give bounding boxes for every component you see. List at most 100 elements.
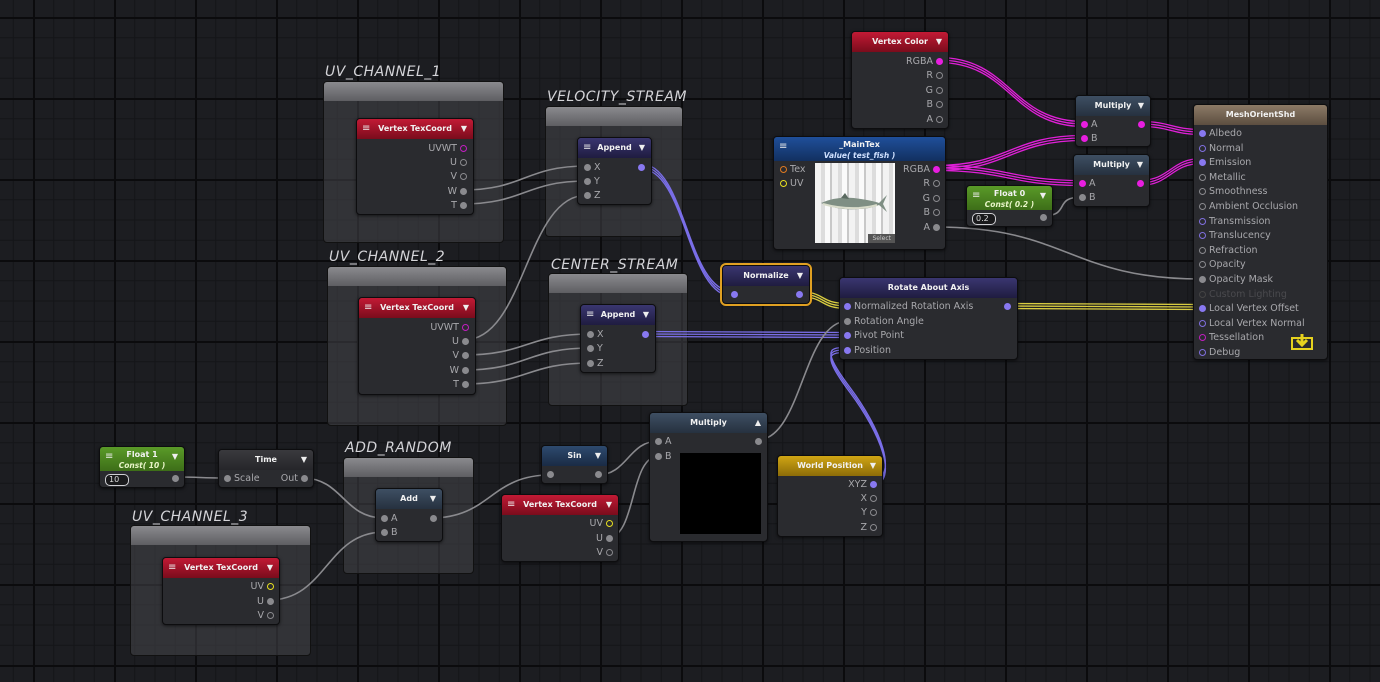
texture-preview[interactable]: Select [815, 163, 895, 243]
output-port-u[interactable]: U [596, 533, 613, 545]
menu-icon[interactable]: ≡ [364, 302, 373, 313]
node-rotate-about-axis[interactable]: Rotate About Axis Normalized Rotation Ax… [839, 277, 1018, 360]
input-port-rotation-angle[interactable]: Rotation Angle [844, 316, 924, 328]
port-dot[interactable] [584, 192, 591, 199]
input-port-a[interactable]: A [1079, 178, 1096, 190]
input-port-scale[interactable]: Scale [224, 473, 260, 485]
float-value-input[interactable]: 0.2 [972, 213, 996, 225]
port-dot[interactable] [1199, 246, 1206, 254]
dropdown-arrow-icon[interactable]: ▼ [869, 461, 876, 470]
node-vertex-texcoord-4[interactable]: ≡Vertex TexCoord▼ UV U V [501, 494, 619, 562]
port-dot[interactable] [933, 195, 940, 202]
port-dot[interactable] [844, 303, 851, 310]
node-append-velocity[interactable]: ≡Append▼ X Y Z [577, 137, 652, 205]
port-dot[interactable] [462, 338, 469, 345]
node-multiply-1[interactable]: Multiply▼ A B [1075, 95, 1151, 147]
input-port-x[interactable]: X [587, 329, 604, 341]
node-master-meshorientshd[interactable]: MeshOrientShd Albedo Normal Emission Met… [1193, 104, 1328, 360]
output-port-x[interactable]: X [860, 493, 877, 505]
port-dot[interactable] [587, 345, 594, 352]
menu-icon[interactable]: ≡ [105, 451, 114, 462]
input-port-tex[interactable]: Tex [780, 164, 806, 176]
port-dot[interactable] [936, 101, 943, 108]
output-port[interactable] [755, 436, 762, 448]
output-port[interactable] [796, 289, 803, 301]
input-port-translucency[interactable]: Translucency [1199, 230, 1271, 242]
node-header[interactable]: ≡Vertex TexCoord▼ [502, 495, 618, 515]
dropdown-arrow-icon[interactable]: ▼ [300, 455, 307, 464]
input-port-pivot-point[interactable]: Pivot Point [844, 330, 904, 342]
port-dot[interactable] [381, 515, 388, 522]
dropdown-arrow-icon[interactable]: ▼ [642, 310, 649, 319]
output-port-b[interactable]: B [926, 99, 943, 111]
port-dot[interactable] [1199, 159, 1206, 167]
output-port-v[interactable]: V [450, 171, 467, 183]
port-dot[interactable] [936, 72, 943, 79]
port-dot[interactable] [642, 331, 649, 338]
group-header-bar[interactable] [328, 267, 506, 286]
output-port-b[interactable]: B [923, 207, 940, 219]
output-port-v[interactable]: V [257, 610, 274, 622]
port-dot[interactable] [870, 524, 877, 531]
port-dot[interactable] [1199, 217, 1206, 225]
input-port-x[interactable]: X [584, 162, 601, 174]
port-dot[interactable] [933, 209, 940, 216]
port-dot[interactable] [595, 471, 602, 478]
port-dot[interactable] [1040, 214, 1047, 221]
port-dot[interactable] [1199, 305, 1206, 313]
dropdown-arrow-icon[interactable]: ▼ [171, 452, 178, 461]
node-vertex-texcoord-3[interactable]: ≡Vertex TexCoord▼ UV U V [162, 557, 280, 625]
output-port-v[interactable]: V [452, 350, 469, 362]
menu-icon[interactable]: ≡ [586, 309, 595, 320]
port-dot[interactable] [584, 164, 591, 171]
output-port-u[interactable]: U [452, 336, 469, 348]
dropdown-arrow-icon[interactable]: ▼ [462, 303, 469, 312]
port-dot[interactable] [870, 495, 877, 502]
dropdown-arrow-icon[interactable]: ▼ [605, 500, 612, 509]
dropdown-arrow-icon[interactable]: ▼ [796, 271, 803, 280]
output-port[interactable] [595, 469, 602, 481]
group-header-bar[interactable] [546, 107, 682, 126]
port-dot[interactable] [638, 164, 645, 171]
menu-icon[interactable]: ≡ [168, 562, 177, 573]
menu-icon[interactable]: ≡ [583, 142, 592, 153]
node-header[interactable]: Add▼ [376, 489, 442, 509]
port-dot[interactable] [1199, 173, 1206, 181]
port-dot[interactable] [844, 332, 851, 339]
port-dot[interactable] [606, 520, 613, 527]
dropdown-arrow-icon[interactable]: ▼ [1137, 101, 1144, 110]
input-port-a[interactable]: A [381, 513, 398, 525]
node-header[interactable]: Multiply▲ [650, 413, 767, 433]
port-dot[interactable] [1081, 121, 1088, 128]
port-dot[interactable] [172, 475, 179, 482]
port-dot[interactable] [1079, 194, 1086, 201]
output-port-uvwt[interactable]: UVWT [428, 143, 467, 155]
input-port-opacity[interactable]: Opacity [1199, 259, 1246, 271]
output-port-t[interactable]: T [451, 200, 467, 212]
port-dot[interactable] [731, 291, 738, 298]
node-vertex-texcoord-2[interactable]: ≡Vertex TexCoord▼ UVWT U V W T [358, 297, 476, 395]
port-dot[interactable] [936, 116, 943, 123]
dropdown-arrow-icon[interactable]: ▼ [935, 37, 942, 46]
group-header-bar[interactable] [549, 274, 687, 293]
port-dot[interactable] [936, 87, 943, 94]
output-port[interactable] [1004, 301, 1011, 313]
port-dot[interactable] [460, 188, 467, 195]
dropdown-arrow-icon[interactable]: ▼ [1136, 160, 1143, 169]
port-dot[interactable] [780, 180, 787, 187]
node-world-position[interactable]: World Position▼ XYZ X Y Z [777, 455, 883, 537]
port-dot[interactable] [780, 166, 787, 173]
node-header[interactable]: ≡Append▼ [581, 305, 655, 325]
input-port-local-vertex-normal[interactable]: Local Vertex Normal [1199, 318, 1305, 330]
output-port-uv[interactable]: UV [251, 581, 274, 593]
dropdown-arrow-icon[interactable]: ▼ [1039, 191, 1046, 200]
port-dot[interactable] [1199, 276, 1206, 283]
node-header[interactable]: Sin▼ [542, 446, 607, 466]
input-port-refraction[interactable]: Refraction [1199, 245, 1258, 257]
menu-icon[interactable]: ≡ [972, 190, 981, 201]
node-header[interactable]: ≡Vertex TexCoord▼ [359, 298, 475, 318]
